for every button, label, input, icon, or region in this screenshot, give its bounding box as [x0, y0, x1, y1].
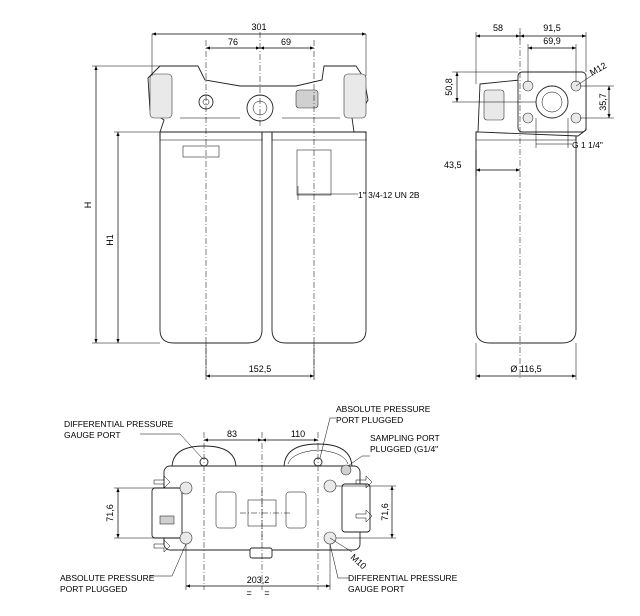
side-port: [535, 85, 569, 119]
plan-bolt-2: [179, 531, 193, 545]
plan-sampling-port: [340, 464, 352, 476]
dim-301: 301: [251, 22, 266, 32]
callout-diff-bottom-1: DIFFERENTIAL PRESSURE: [348, 573, 458, 583]
dim-diameter: Ø 116,5: [510, 364, 541, 374]
callout-abs-bottom-1: ABSOLUTE PRESSURE: [60, 573, 155, 583]
front-left-label-mark: [182, 145, 220, 158]
side-view: 58 91,5 69,9 50,8 35,7 M12 G 1 1/4" 43,5: [444, 23, 614, 380]
front-view: 301 76 69 H H1 1" 3/4-12 UN 2B 152,5: [83, 22, 420, 380]
plan-right-flange: [341, 483, 371, 533]
side-step: [483, 89, 505, 121]
side-bowl: [475, 131, 577, 344]
callout-diff-bottom-2: GAUGE PORT: [348, 584, 405, 594]
dim-69: 69: [281, 37, 291, 47]
front-plug-right: [295, 89, 319, 109]
front-head-boss-right: [343, 73, 367, 119]
thread-label: 1" 3/4-12 UN 2B: [358, 190, 420, 200]
dim-43-5: 43,5: [444, 160, 462, 170]
dim-50-8: 50,8: [444, 78, 454, 96]
port-thread: G 1 1/4": [572, 140, 603, 150]
dim-83: 83: [227, 429, 237, 439]
flow-arrow-right-bottom: [355, 509, 373, 523]
bottom-view: 83 110 71,6 71,6 203,2 = = M10 DIFFERENT…: [60, 404, 458, 598]
front-right-bowl: [271, 131, 367, 344]
dim-69-9: 69,9: [543, 36, 561, 46]
callout-diff-top-1: DIFFERENTIAL PRESSURE: [64, 419, 174, 429]
callout-sampling-1: SAMPLING PORT: [370, 433, 440, 443]
dim-152-5: 152,5: [249, 364, 272, 374]
callout-abs-top-2: PORT PLUGGED: [336, 415, 403, 425]
dim-71-6-right: 71,6: [380, 503, 390, 521]
plan-head-inner-left: [215, 491, 237, 529]
flow-arrow-left-bottom: [153, 539, 171, 553]
front-left-bowl: [159, 131, 263, 344]
dim-35-7: 35,7: [598, 93, 608, 111]
side-bolt-4: [570, 112, 582, 124]
equal-marks: = =: [246, 588, 269, 598]
callout-abs-top-1: ABSOLUTE PRESSURE: [336, 404, 431, 414]
thread-m10: M10: [349, 552, 369, 571]
plan-bottom-port: [249, 547, 273, 559]
flow-arrow-left-top: [153, 475, 171, 489]
side-bolt-3: [522, 112, 534, 124]
dim-H: H: [83, 202, 93, 209]
thread-m12: M12: [588, 60, 608, 77]
flow-arrow-right-top: [355, 475, 373, 489]
dim-58: 58: [493, 23, 503, 33]
callout-abs-bottom-2: PORT PLUGGED: [60, 584, 127, 594]
dim-71-6-left: 71,6: [105, 504, 115, 522]
dim-H1: H1: [105, 234, 115, 246]
side-bolt-1: [522, 80, 534, 92]
plan-left-flange: [151, 487, 183, 539]
dim-203-2: 203,2: [247, 575, 270, 585]
dim-110: 110: [291, 429, 305, 439]
plan-bolt-3: [323, 479, 337, 493]
callout-diff-top-2: GAUGE PORT: [64, 430, 121, 440]
callout-sampling-2: PLUGGED (G1/4": [370, 444, 438, 454]
dim-76: 76: [228, 37, 238, 47]
plan-head-inner-right: [285, 491, 307, 529]
dim-91-5: 91,5: [543, 23, 561, 33]
plan-bolt-1: [179, 481, 193, 495]
front-head-boss-left: [149, 73, 173, 119]
plan-left-flange-mark: [159, 515, 175, 525]
side-port-inner: [541, 91, 563, 113]
